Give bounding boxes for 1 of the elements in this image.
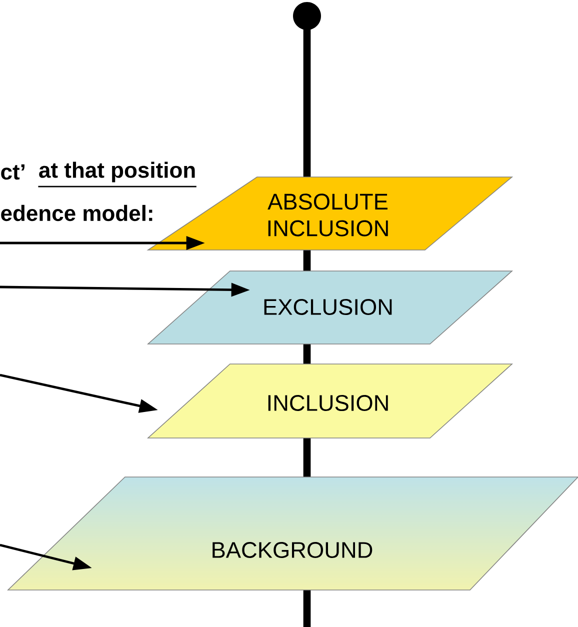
label-text: ct’ [1, 164, 24, 180]
